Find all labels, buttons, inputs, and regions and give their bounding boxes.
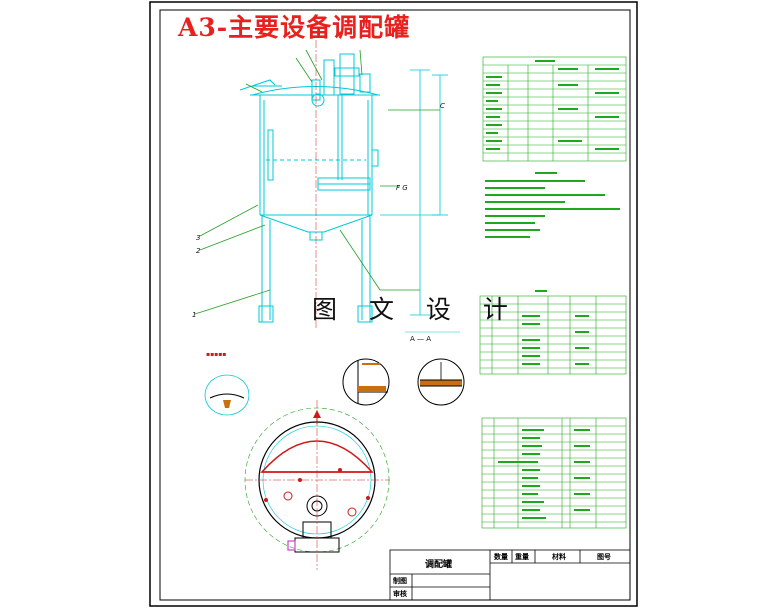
svg-text:3: 3 [196, 234, 200, 242]
title-block-col-material: 材料 [552, 553, 566, 561]
detail-weld-left [342, 358, 390, 406]
detail-left-ellipse: ▪▪▪▪▪ [204, 351, 250, 416]
vessel-dimensions [380, 69, 448, 316]
title-block-col-qty: 数量 [494, 553, 508, 561]
vessel-elevation [239, 53, 380, 323]
spec-table-cells [486, 60, 619, 150]
svg-text:▪▪▪▪▪: ▪▪▪▪▪ [206, 351, 226, 358]
watermark-text: 图 文 设 计 [312, 295, 520, 324]
title-block-name: 调配罐 [425, 560, 453, 570]
outer-border [149, 1, 638, 607]
technical-notes [485, 172, 620, 238]
nozzle-table-cells [522, 290, 589, 365]
drawing-title-banner: A3-主要设备调配罐 [178, 13, 411, 42]
spec-table [482, 56, 627, 162]
svg-text:2: 2 [196, 247, 201, 255]
part-callouts: 3 2 1 F G C [192, 102, 445, 319]
svg-text:F G: F G [396, 184, 408, 192]
svg-text:1: 1 [192, 311, 196, 319]
leader-lines [194, 49, 440, 315]
svg-text:C: C [440, 102, 445, 110]
vessel-plan-view [244, 400, 390, 570]
title-block-col-weight: 重量 [515, 553, 529, 561]
title-block-row-drawn: 制图 [393, 577, 407, 585]
parts-list-table [481, 417, 627, 529]
title-block-row-checked: 审核 [393, 590, 407, 598]
detail-weld-right [417, 358, 465, 406]
title-block [389, 549, 631, 601]
title-block-col-drawing-no: 图号 [597, 553, 611, 561]
section-label: A — A [410, 335, 431, 343]
nozzle-table [479, 295, 627, 375]
parts-list-cells [498, 429, 590, 519]
